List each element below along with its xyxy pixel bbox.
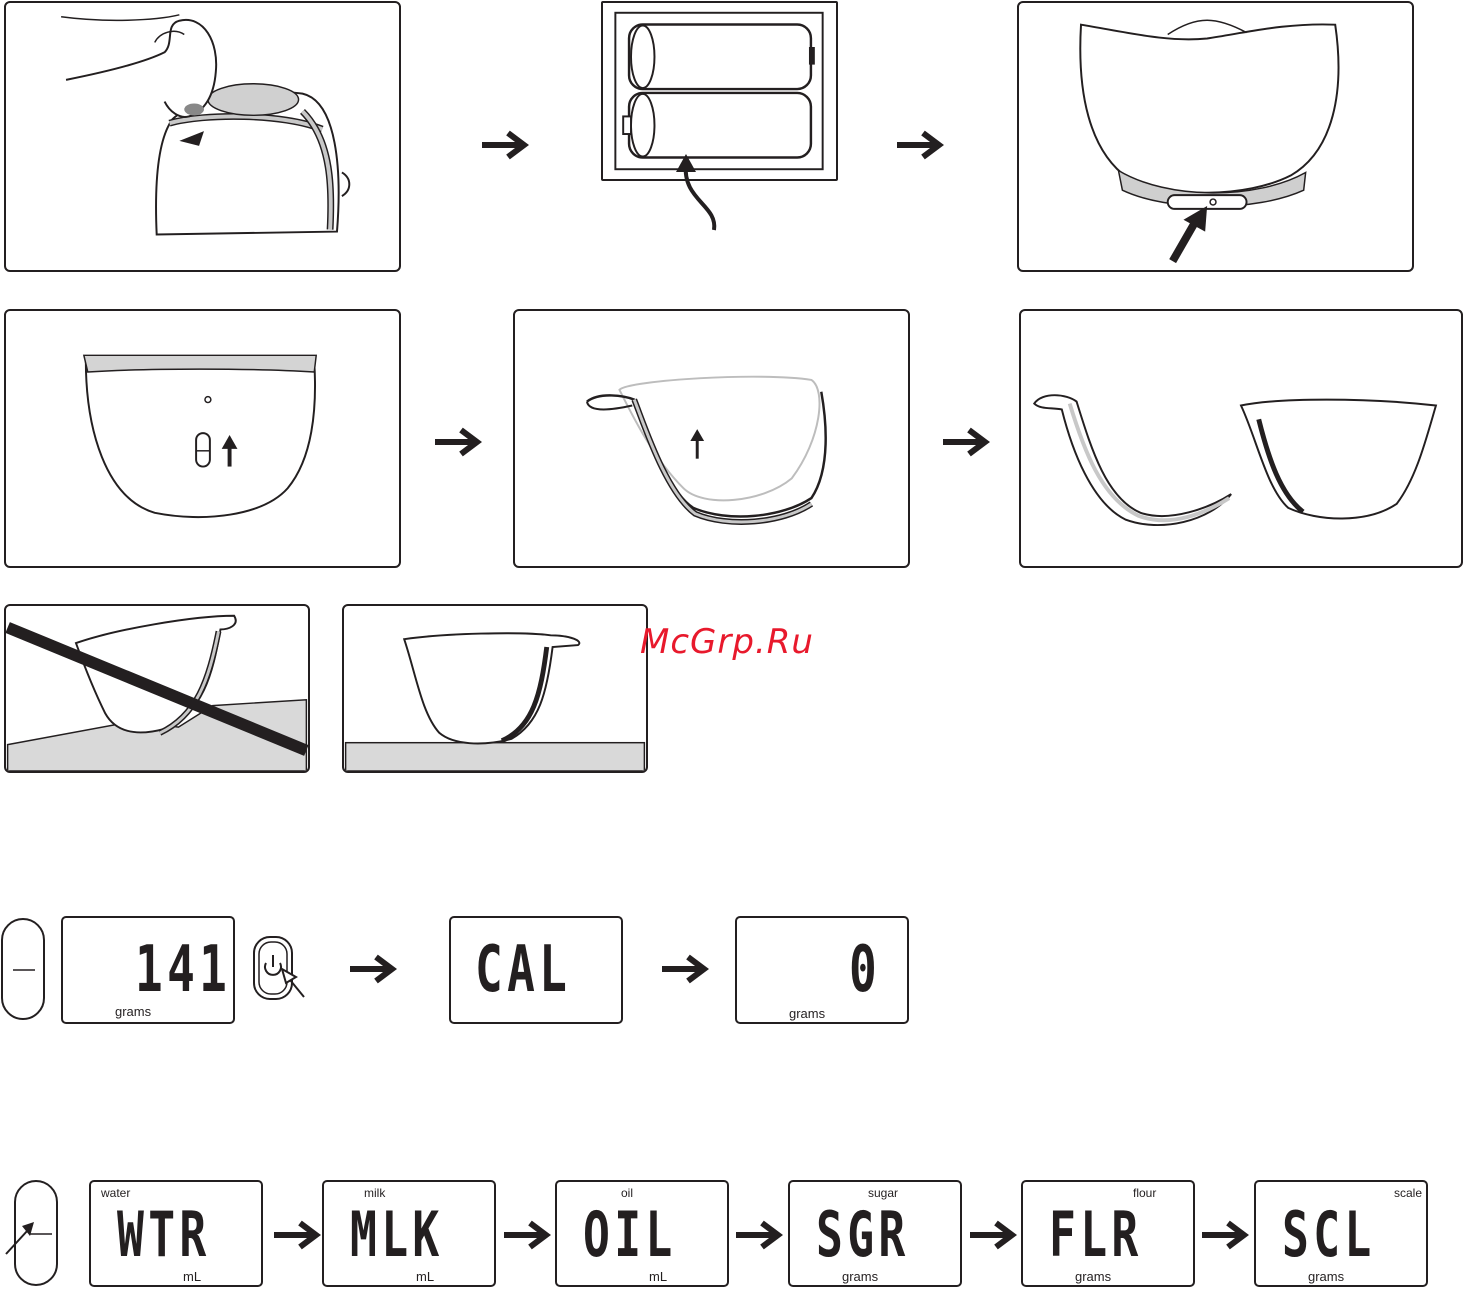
lcd-display-weight: 141 grams xyxy=(61,916,235,1024)
right-arrow-icon xyxy=(480,130,532,160)
illustration-bowl-lift xyxy=(515,311,908,566)
lcd-mode-oil: oil OIL mL xyxy=(555,1180,729,1287)
tare-button-icon xyxy=(4,1182,64,1284)
illustration-scale-base-hand xyxy=(6,3,399,270)
lcd-mode-scale: scale SCL grams xyxy=(1254,1180,1428,1287)
step-arrow-10 xyxy=(968,1220,1020,1250)
mode-unit: grams xyxy=(1308,1269,1344,1284)
step-arrow-5 xyxy=(348,954,400,984)
lcd-mode-flour: flour FLR grams xyxy=(1021,1180,1195,1287)
step-arrow-6 xyxy=(660,954,712,984)
illustration-base-and-bowl xyxy=(1021,311,1461,566)
step-arrow-7 xyxy=(272,1220,324,1250)
lcd-mode-sugar: sugar SGR grams xyxy=(788,1180,962,1287)
watermark: McGrp.Ru xyxy=(640,622,814,662)
power-button[interactable] xyxy=(252,935,312,1007)
right-arrow-icon xyxy=(433,427,485,457)
tare-button-icon xyxy=(3,920,43,1018)
lcd-display-zero: 0 grams xyxy=(735,916,909,1024)
panel-lift-bowl xyxy=(513,309,910,568)
lcd-mode-water: water WTR mL xyxy=(89,1180,263,1287)
right-arrow-icon xyxy=(348,954,400,984)
lcd-mode-milk: milk MLK mL xyxy=(322,1180,496,1287)
mode-code: FLR xyxy=(1049,1204,1143,1266)
mode-code: MLK xyxy=(350,1204,444,1266)
mode-unit: grams xyxy=(1075,1269,1111,1284)
mode-unit: mL xyxy=(416,1269,434,1284)
mode-unit: grams xyxy=(842,1269,878,1284)
illustration-uneven-surface-crossed xyxy=(6,606,308,771)
mode-code: WTR xyxy=(117,1204,211,1266)
mode-button[interactable] xyxy=(14,1180,58,1286)
step-arrow-11 xyxy=(1200,1220,1252,1250)
mode-code: SGR xyxy=(816,1204,910,1266)
panel-incorrect-uneven-surface xyxy=(4,604,310,773)
right-arrow-icon xyxy=(941,427,993,457)
step-arrow-4 xyxy=(941,427,993,457)
lcd-digits: 0 xyxy=(849,938,881,1002)
right-arrow-icon xyxy=(660,954,712,984)
lcd-display-cal: CAL xyxy=(449,916,623,1024)
power-icon xyxy=(252,935,312,1007)
illustration-flat-surface xyxy=(344,606,646,771)
step-arrow-8 xyxy=(502,1220,554,1250)
mode-code: OIL xyxy=(583,1204,677,1266)
right-arrow-icon xyxy=(502,1220,554,1250)
panel-separated-parts xyxy=(1019,309,1463,568)
lcd-unit: grams xyxy=(115,1004,151,1019)
mode-label: scale xyxy=(1394,1186,1422,1200)
panel-release-latch xyxy=(4,309,401,568)
illustration-bowl-side-latch xyxy=(6,311,399,566)
panel-press-button-bottom xyxy=(1017,1,1414,272)
right-arrow-icon xyxy=(272,1220,324,1250)
illustration-bowl-bottom xyxy=(1019,3,1412,270)
right-arrow-icon xyxy=(734,1220,786,1250)
tare-button[interactable] xyxy=(1,918,45,1020)
step-arrow-9 xyxy=(734,1220,786,1250)
lcd-unit: grams xyxy=(789,1006,825,1021)
step-arrow-1 xyxy=(480,130,532,160)
mode-code: SCL xyxy=(1282,1204,1376,1266)
right-arrow-icon xyxy=(968,1220,1020,1250)
panel-correct-flat-surface xyxy=(342,604,648,773)
step-arrow-3 xyxy=(433,427,485,457)
right-arrow-icon xyxy=(1200,1220,1252,1250)
lcd-digits: CAL xyxy=(475,938,571,1002)
step-arrow-2 xyxy=(895,130,947,160)
mode-unit: mL xyxy=(649,1269,667,1284)
right-arrow-icon xyxy=(895,130,947,160)
mode-unit: mL xyxy=(183,1269,201,1284)
panel-open-battery-cover xyxy=(4,1,401,272)
arrow-curved-up-icon xyxy=(670,150,730,235)
lcd-digits: 141 xyxy=(135,938,231,1002)
